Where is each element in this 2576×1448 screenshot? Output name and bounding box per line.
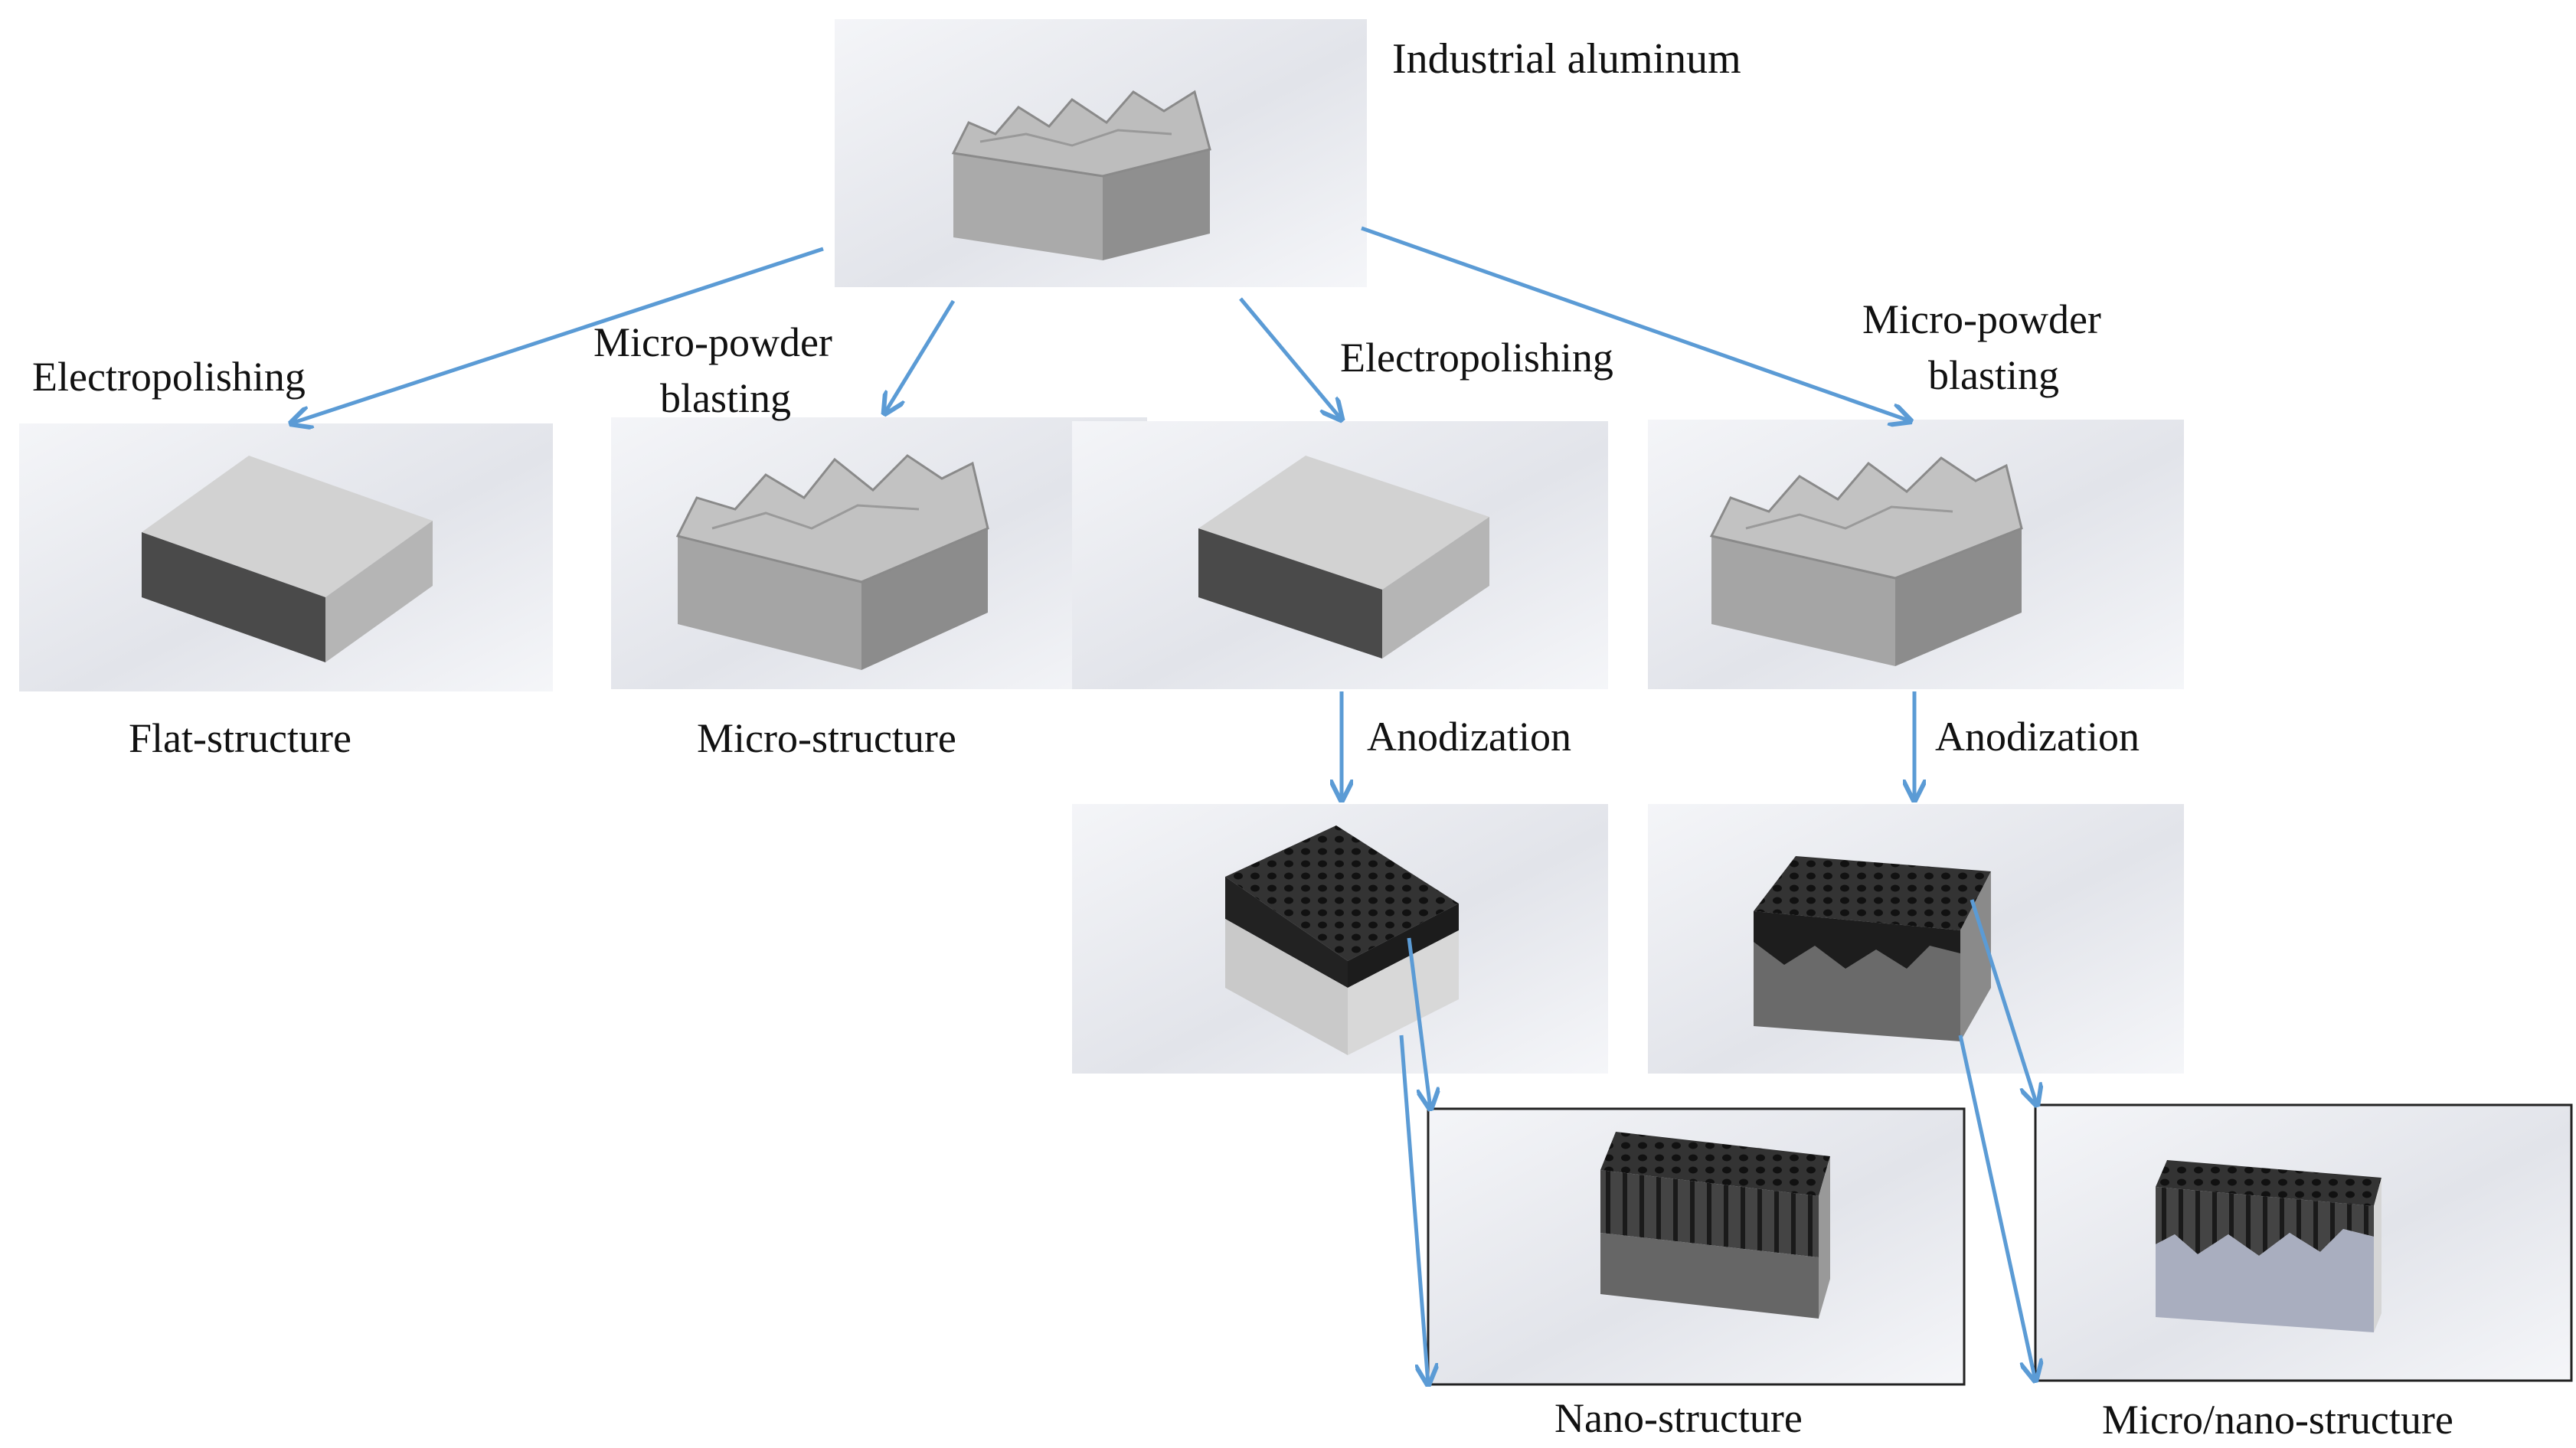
step-blasting-left-line2: blasting — [660, 375, 791, 421]
arrow-to-flat — [291, 247, 824, 423]
flat-node: Flat-structure — [19, 423, 553, 761]
step-anodization-2: Anodization — [1935, 714, 2140, 760]
micro-nano-node: Micro/nano-structure — [2034, 1103, 2573, 1443]
anodized-flat-node — [1072, 804, 1608, 1074]
anodized-blasted-node — [1648, 804, 2184, 1074]
rough-block-graphic — [951, 90, 1211, 260]
arrows — [291, 226, 2037, 1384]
flat-label: Flat-structure — [129, 715, 351, 761]
arrow-to-blasted — [1361, 226, 1911, 421]
zoom-line-micro-nano-b — [1958, 1035, 2035, 1381]
arrow-to-micro — [884, 299, 956, 413]
nano-label: Nano-structure — [1554, 1395, 1803, 1441]
polished-block-graphic — [1198, 456, 1489, 659]
anodized-blasted-block-graphic — [1754, 856, 1991, 1041]
nano-block-graphic — [1600, 1132, 1830, 1319]
step-blasting-left-line1: Micro-powder — [593, 319, 832, 365]
blasted-node — [1648, 420, 2184, 689]
micro-nano-label: Micro/nano-structure — [2102, 1397, 2453, 1443]
micro-block-graphic — [675, 454, 989, 670]
anodized-flat-block-graphic — [1225, 825, 1459, 1055]
source-node: Industrial aluminum — [835, 19, 1741, 287]
step-electropolishing-right: Electropolishing — [1340, 335, 1613, 381]
micro-nano-block-graphic — [2156, 1160, 2381, 1332]
step-labels: Electropolishing Micro-powder blasting E… — [32, 296, 2140, 760]
zoom-line-nano-b — [1399, 1035, 1428, 1384]
nano-node: Nano-structure — [1427, 1107, 1966, 1441]
zoom-line-micro-nano-a — [1970, 899, 2037, 1105]
blasted-block-graphic — [1709, 456, 2023, 666]
step-blasting-right-line2: blasting — [1928, 352, 2059, 398]
arrow-to-polished — [1239, 297, 1342, 420]
flat-block-graphic — [142, 456, 433, 662]
polished-node — [1072, 421, 1608, 689]
zoom-line-nano-a — [1407, 937, 1430, 1109]
step-anodization-1: Anodization — [1367, 714, 1571, 760]
step-blasting-right-line1: Micro-powder — [1862, 296, 2101, 342]
step-electropolishing-left: Electropolishing — [32, 354, 306, 400]
micro-label: Micro-structure — [697, 715, 956, 761]
micro-node: Micro-structure — [611, 417, 1147, 761]
source-label: Industrial aluminum — [1392, 35, 1741, 83]
